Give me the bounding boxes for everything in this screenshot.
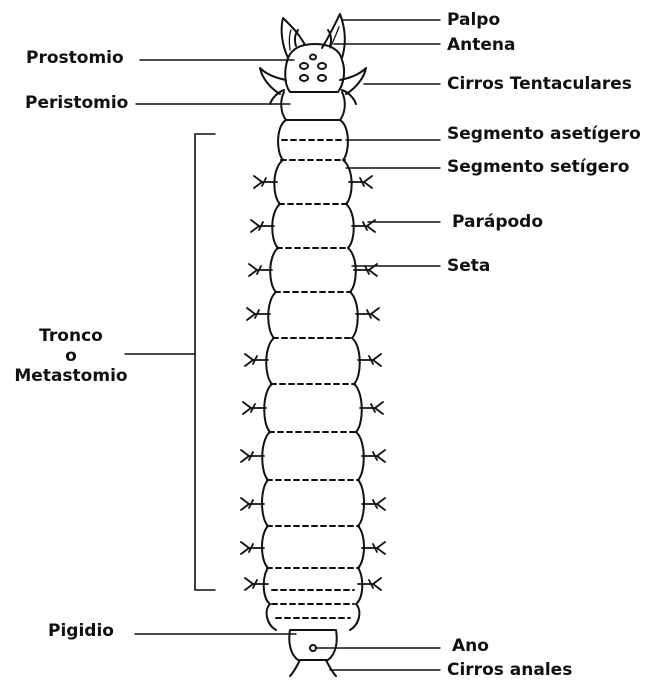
label-cirros-tentaculares: Cirros Tentaculares (447, 74, 632, 94)
eye (300, 75, 308, 81)
trunk-bracket (195, 134, 215, 590)
anal-cirrus-left (290, 660, 300, 676)
palp-left-inner (289, 30, 291, 50)
leader-lines (125, 20, 440, 670)
label-seta: Seta (447, 256, 490, 276)
eye (310, 55, 316, 60)
label-tronco-line1: Tronco (12, 326, 130, 346)
anal-cirrus-right (326, 660, 336, 676)
label-prostomio: Prostomio (26, 48, 124, 68)
body-left-edge (262, 120, 286, 630)
antenna (295, 30, 298, 46)
label-tronco: Tronco o Metastomio (12, 326, 130, 386)
palp-left (282, 18, 305, 58)
peristomium (281, 92, 345, 120)
label-palpo: Palpo (447, 10, 500, 30)
label-segmento-setigero: Segmento setígero (447, 157, 629, 177)
palp-right (322, 14, 345, 58)
label-tronco-line2: o (12, 346, 130, 366)
label-pigidio: Pigidio (48, 621, 114, 641)
eye (318, 75, 326, 81)
body-right-edge (340, 120, 364, 630)
anus (310, 645, 316, 651)
prostomium-head (285, 44, 344, 92)
eye (318, 63, 326, 69)
eye (300, 63, 308, 69)
label-antena: Antena (447, 35, 516, 55)
label-peristomio: Peristomio (25, 93, 128, 113)
label-ano: Ano (452, 636, 489, 656)
segment-lines (267, 140, 359, 618)
label-cirros-anales: Cirros anales (447, 660, 572, 680)
label-parapodo: Parápodo (452, 212, 543, 232)
label-tronco-line3: Metastomio (12, 366, 130, 386)
label-segmento-asetigero: Segmento asetígero (447, 124, 641, 144)
